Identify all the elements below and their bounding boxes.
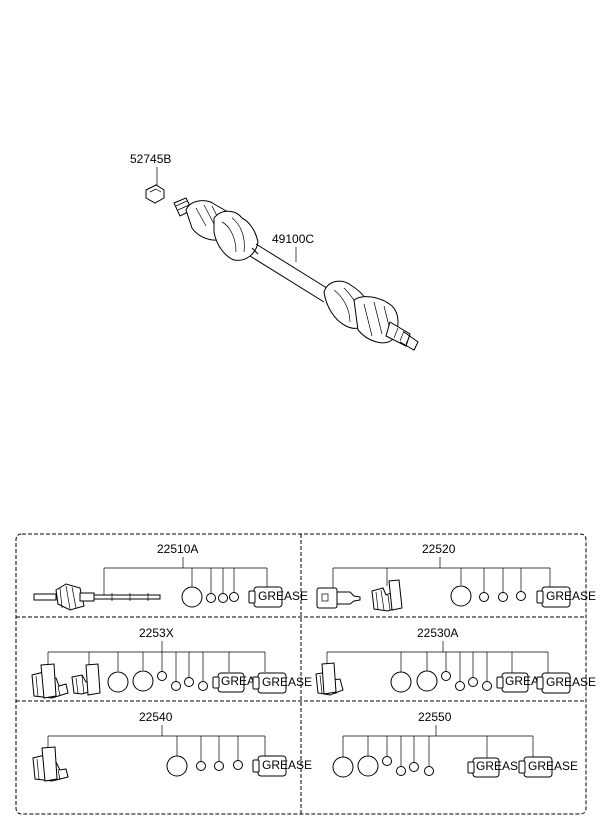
cv-housing-icon	[316, 587, 361, 609]
grease-label: GREASE	[546, 589, 596, 603]
kit-code-22510A: 22510A	[157, 542, 198, 556]
clip-icon	[184, 677, 194, 687]
ring-icon	[332, 756, 354, 778]
ring-icon	[132, 670, 154, 692]
clip-icon	[479, 592, 489, 602]
kit-code-2253X: 2253X	[139, 626, 174, 640]
kit-22550[interactable]: 22550 GREASE GREASE	[332, 710, 578, 778]
boot-icon	[371, 579, 403, 612]
clip-icon	[482, 681, 492, 691]
grease-pack-icon: GREASE	[536, 672, 596, 694]
clip-icon	[382, 756, 392, 766]
label-52745B[interactable]: 52745B	[130, 152, 171, 166]
clip-icon	[196, 761, 206, 771]
clip-icon	[214, 761, 224, 771]
ring-icon	[450, 585, 472, 607]
clip-icon	[206, 593, 216, 603]
ring-icon	[166, 755, 188, 777]
kit-code-22520: 22520	[422, 542, 456, 556]
boot-icon	[71, 663, 101, 696]
clip-icon	[498, 592, 508, 602]
kit-22520[interactable]: 22520 GREASE	[316, 542, 596, 612]
grease-label: GREASE	[262, 758, 312, 772]
clip-icon	[229, 592, 239, 602]
ring-icon	[181, 586, 203, 608]
clip-icon	[409, 762, 419, 772]
grease-pack-icon: GREASE	[248, 586, 308, 608]
clip-icon	[198, 681, 208, 691]
ring-icon	[416, 670, 438, 692]
clip-icon	[424, 766, 434, 776]
kit-code-22530A: 22530A	[417, 626, 458, 640]
clip-icon	[218, 593, 228, 603]
label-49100C[interactable]: 49100C	[272, 232, 314, 246]
grease-pack-icon: GREASE	[518, 756, 578, 778]
kit-22540[interactable]: 22540 GREASE	[32, 710, 312, 782]
clip-icon	[455, 681, 465, 691]
kit-2253X[interactable]: 2253X GREASE	[31, 626, 312, 699]
grease-pack-icon: GREASE	[467, 757, 526, 778]
ring-icon	[357, 755, 379, 777]
clip-icon	[233, 760, 243, 770]
clip-icon	[157, 671, 167, 681]
half-shaft-icon	[33, 583, 161, 611]
grease-pack-icon: GREASE	[252, 755, 312, 777]
grease-label: GREASE	[262, 675, 312, 689]
boot-icon	[315, 662, 344, 696]
drive-shaft-icon[interactable]	[173, 197, 419, 351]
kit-code-22550: 22550	[418, 710, 452, 724]
kit-22510A[interactable]: 22510A GREASE	[33, 542, 308, 611]
clip-icon	[468, 677, 478, 687]
clip-icon	[441, 671, 451, 681]
boot-icon	[32, 746, 69, 782]
grease-label: GREASE	[546, 675, 596, 689]
ring-icon	[107, 671, 129, 693]
kit-22530A[interactable]: 22530A GREASE GREASE	[315, 626, 596, 696]
clip-icon	[396, 766, 406, 776]
grease-pack-icon: GREASE	[536, 586, 596, 608]
clip-icon	[516, 591, 526, 601]
grease-pack-icon: GREASE	[252, 672, 312, 694]
grease-label: GREASE	[528, 759, 578, 773]
clip-icon	[171, 681, 181, 691]
drive-shaft-assembly: 52745B 49100C	[130, 152, 419, 351]
grease-label: GREASE	[258, 589, 308, 603]
grease-label: GREASE	[476, 759, 526, 773]
kit-table	[15, 533, 587, 815]
kit-code-22540: 22540	[139, 710, 173, 724]
ring-icon	[390, 671, 412, 693]
boot-icon	[31, 663, 69, 699]
nut-icon[interactable]	[145, 184, 165, 204]
